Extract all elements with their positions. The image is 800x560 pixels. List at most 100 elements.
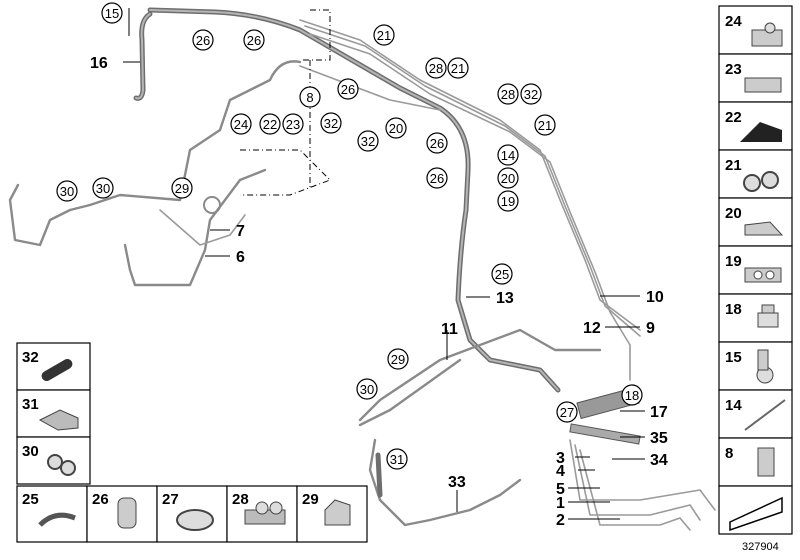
callout-23: 23: [282, 113, 304, 135]
svg-text:30: 30: [60, 184, 74, 199]
svg-text:24: 24: [725, 13, 742, 30]
diagram-id: 327904: [742, 541, 779, 553]
clip-holder-icon: [751, 22, 783, 47]
svg-text:20: 20: [501, 171, 515, 186]
svg-text:30: 30: [22, 443, 39, 460]
callout-30b: 30: [92, 177, 114, 199]
svg-text:25: 25: [495, 267, 509, 282]
callout-20a: 20: [385, 117, 407, 139]
svg-text:12: 12: [583, 320, 601, 337]
callout-27: 27: [556, 401, 578, 423]
callout-29b: 29: [387, 348, 409, 370]
svg-text:11: 11: [441, 321, 458, 338]
svg-text:29: 29: [391, 352, 405, 367]
svg-text:18: 18: [625, 388, 639, 403]
svg-text:29: 29: [175, 181, 189, 196]
svg-text:32: 32: [361, 134, 375, 149]
svg-text:8: 8: [306, 90, 313, 105]
svg-text:29: 29: [302, 491, 319, 508]
band-clamp-icon: [176, 509, 214, 531]
svg-text:30: 30: [96, 181, 110, 196]
svg-text:18: 18: [725, 301, 742, 318]
svg-text:21: 21: [451, 61, 465, 76]
svg-text:26: 26: [247, 33, 261, 48]
svg-text:8: 8: [725, 445, 733, 462]
legend-right: 24 23 22 21 20 19 18 15 14 8: [718, 5, 793, 535]
callout-24: 24: [230, 113, 252, 135]
pipe-clip-icon: [744, 267, 782, 283]
callout-32a: 32: [520, 83, 542, 105]
svg-text:2: 2: [556, 512, 565, 529]
callout-31: 31: [386, 448, 408, 470]
svg-text:35: 35: [650, 430, 668, 447]
svg-text:32: 32: [22, 349, 39, 366]
svg-text:16: 16: [90, 55, 108, 72]
svg-text:5: 5: [556, 481, 565, 498]
callout-26d: 26: [426, 132, 448, 154]
callout-26a: 26: [192, 29, 214, 51]
wedge-clip-icon: [744, 221, 784, 236]
hose-sleeve-icon: [41, 359, 73, 381]
svg-text:26: 26: [196, 33, 210, 48]
svg-text:23: 23: [286, 117, 300, 132]
svg-text:30: 30: [360, 382, 374, 397]
leader-lines: [123, 8, 645, 520]
svg-text:26: 26: [430, 136, 444, 151]
callout-26e: 26: [426, 167, 448, 189]
svg-text:23: 23: [725, 61, 742, 78]
legend-bottom: 25 26 27 28 29: [16, 485, 368, 543]
callout-28b: 28: [497, 83, 519, 105]
svg-text:15: 15: [105, 6, 119, 21]
svg-text:7: 7: [236, 223, 245, 240]
cable-tie-icon: [744, 399, 786, 431]
svg-text:21: 21: [538, 118, 552, 133]
hex-nut-icon: [757, 447, 775, 477]
svg-text:26: 26: [430, 171, 444, 186]
double-clip-icon: [743, 171, 779, 192]
svg-text:3: 3: [556, 450, 565, 467]
callout-30c: 30: [356, 378, 378, 400]
svg-text:19: 19: [725, 253, 742, 270]
double-clip-icon: [47, 454, 76, 476]
callout-20b: 20: [497, 167, 519, 189]
svg-text:25: 25: [22, 491, 39, 508]
svg-text:33: 33: [448, 474, 466, 491]
svg-text:22: 22: [263, 117, 277, 132]
holder-icon: [324, 499, 351, 526]
callout-32c: 32: [357, 130, 379, 152]
svg-text:9: 9: [646, 320, 655, 337]
multi-clip-icon: [244, 501, 286, 525]
part-numbers: 16 7 6 13 11 10 12 9 17 35 3 34 4 5 1 2 …: [90, 55, 668, 529]
svg-text:32: 32: [324, 116, 338, 131]
svg-text:4: 4: [556, 463, 565, 480]
svg-text:32: 32: [524, 87, 538, 102]
callout-21c: 21: [534, 114, 556, 136]
hose-clip-icon: [117, 497, 137, 529]
svg-text:20: 20: [725, 205, 742, 222]
svg-text:1: 1: [556, 495, 565, 512]
svg-text:13: 13: [496, 290, 514, 307]
callout-19: 19: [497, 190, 519, 212]
callout-30a: 30: [56, 180, 78, 202]
callout-21a: 21: [373, 24, 395, 46]
connector-icon: [756, 349, 774, 384]
callout-26c: 26: [337, 78, 359, 100]
callout-15: 15: [101, 2, 123, 24]
svg-text:15: 15: [725, 349, 742, 366]
svg-text:21: 21: [725, 157, 742, 174]
svg-text:31: 31: [390, 452, 404, 467]
pipe-clamp-icon: [38, 512, 76, 527]
svg-text:17: 17: [650, 404, 668, 421]
screw-fitting-icon: [757, 304, 779, 328]
callout-21b: 21: [447, 57, 469, 79]
svg-text:27: 27: [162, 491, 179, 508]
svg-text:6: 6: [236, 249, 245, 266]
arrow-icon: [729, 496, 783, 532]
svg-text:28: 28: [232, 491, 249, 508]
svg-text:34: 34: [650, 452, 668, 469]
callout-18: 18: [621, 384, 643, 406]
callout-22: 22: [259, 113, 281, 135]
callout-29a: 29: [171, 177, 193, 199]
svg-text:26: 26: [341, 82, 355, 97]
